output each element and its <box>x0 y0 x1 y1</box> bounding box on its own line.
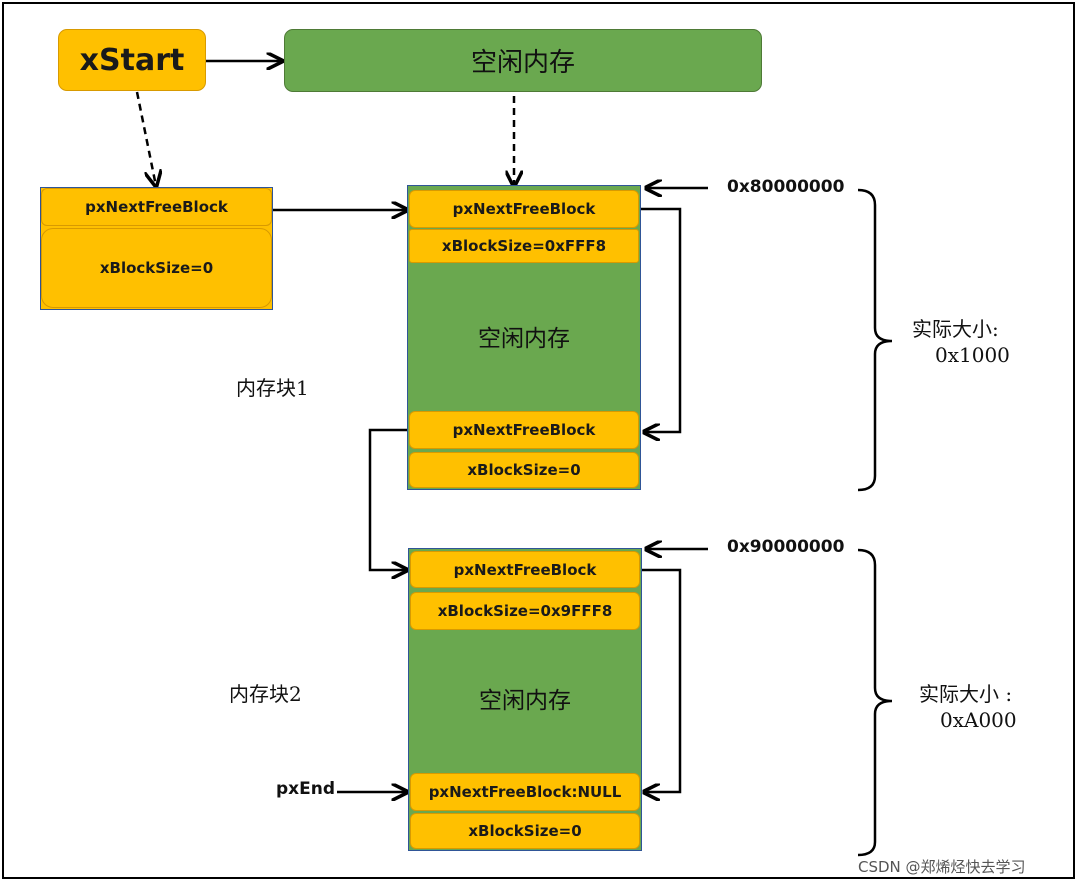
block2-address: 0x90000000 <box>727 537 845 557</box>
free-memory-header-box: 空闲内存 <box>284 29 762 92</box>
block1-tail-next-field: pxNextFreeBlock <box>409 411 639 449</box>
block2-name: 内存块2 <box>229 682 302 706</box>
pxend-label: pxEnd <box>276 779 336 799</box>
block1-free-memory-label: 空闲内存 <box>409 310 639 362</box>
block2-tail-size-field: xBlockSize=0 <box>410 813 640 849</box>
brace-block2 <box>857 548 893 857</box>
block2-head-size-field: xBlockSize=0x9FFF8 <box>410 592 640 630</box>
block1-address: 0x80000000 <box>727 177 845 197</box>
block1-head-next-field: pxNextFreeBlock <box>409 190 639 228</box>
arrow-block1-tail-to-block2 <box>368 428 409 570</box>
block1-head-size-field: xBlockSize=0xFFF8 <box>409 229 639 263</box>
block1-actual-size-label: 实际大小: <box>912 317 999 341</box>
dashed-arrow-xstart-to-start-node <box>135 91 156 186</box>
start-node-next-field: pxNextFreeBlock <box>41 188 272 226</box>
block2-actual-size-value: 0xA000 <box>940 708 1017 732</box>
block2-tail-next-field: pxNextFreeBlock:NULL <box>410 773 640 811</box>
arrow-block2-head-to-tail <box>641 568 682 792</box>
start-node-size-field: xBlockSize=0 <box>41 228 272 308</box>
block1-name: 内存块1 <box>236 376 309 400</box>
arrow-block1-head-to-tail <box>640 207 682 432</box>
watermark: CSDN @郑烯烃快去学习 <box>858 858 1026 876</box>
xstart-box: xStart <box>58 29 206 91</box>
brace-block1 <box>857 188 893 492</box>
block2-head-next-field: pxNextFreeBlock <box>410 551 640 588</box>
block1-actual-size-value: 0x1000 <box>935 343 1010 367</box>
block2-free-memory-label: 空闲内存 <box>410 672 640 724</box>
block2-actual-size-label: 实际大小 : <box>919 682 1013 706</box>
block1-tail-size-field: xBlockSize=0 <box>409 452 639 488</box>
